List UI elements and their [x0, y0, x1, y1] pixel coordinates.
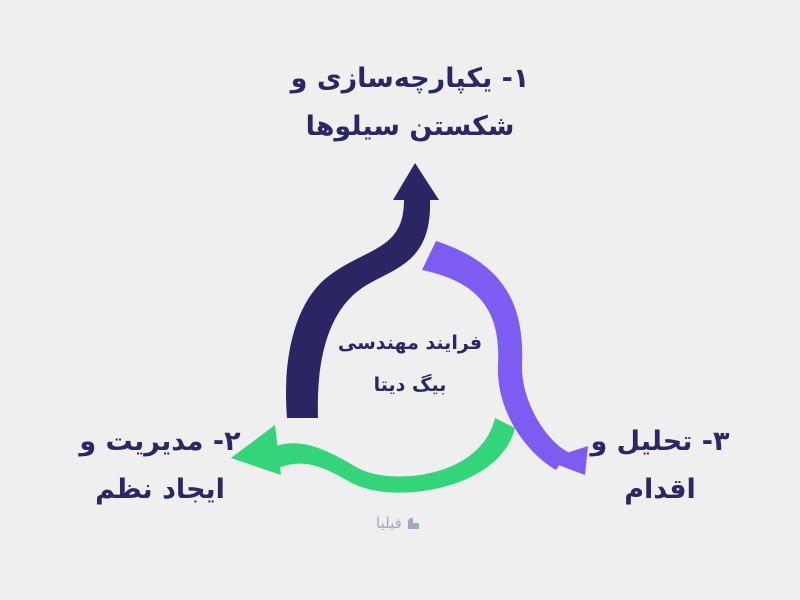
green-arrow-body	[262, 418, 515, 493]
step-3-label: ۳- تحلیل و اقدام	[540, 418, 780, 514]
step-2-label: ۲- مدیریت و ایجاد نظم	[40, 418, 280, 514]
step-3-line2: اقدام	[624, 474, 696, 505]
logo: فیلیا	[376, 512, 446, 534]
logo-icon	[407, 517, 419, 529]
step-1-label: ۱- یکپارچه‌سازی و شکستن سیلوها	[250, 55, 570, 151]
green-arrow-head	[231, 425, 281, 475]
step-2-line1: ۲- مدیریت و	[79, 426, 241, 457]
purple-arrow-body	[422, 241, 568, 470]
center-title: فرایند مهندسی بیگ دیتا	[300, 322, 520, 406]
step-1-line1: ۱- یکپارچه‌سازی و	[290, 63, 530, 94]
purple-arrow-head	[545, 446, 588, 475]
center-title-line2: بیگ دیتا	[373, 374, 447, 396]
step-3-line1: ۳- تحلیل و	[590, 426, 730, 457]
navy-arrow-body	[286, 200, 431, 418]
step-2-line2: ایجاد نظم	[95, 474, 225, 505]
center-title-line1: فرایند مهندسی	[337, 332, 483, 354]
step-1-line2: شکستن سیلوها	[305, 111, 515, 142]
logo-text: فیلیا	[376, 514, 402, 532]
navy-arrow-head	[393, 163, 439, 200]
